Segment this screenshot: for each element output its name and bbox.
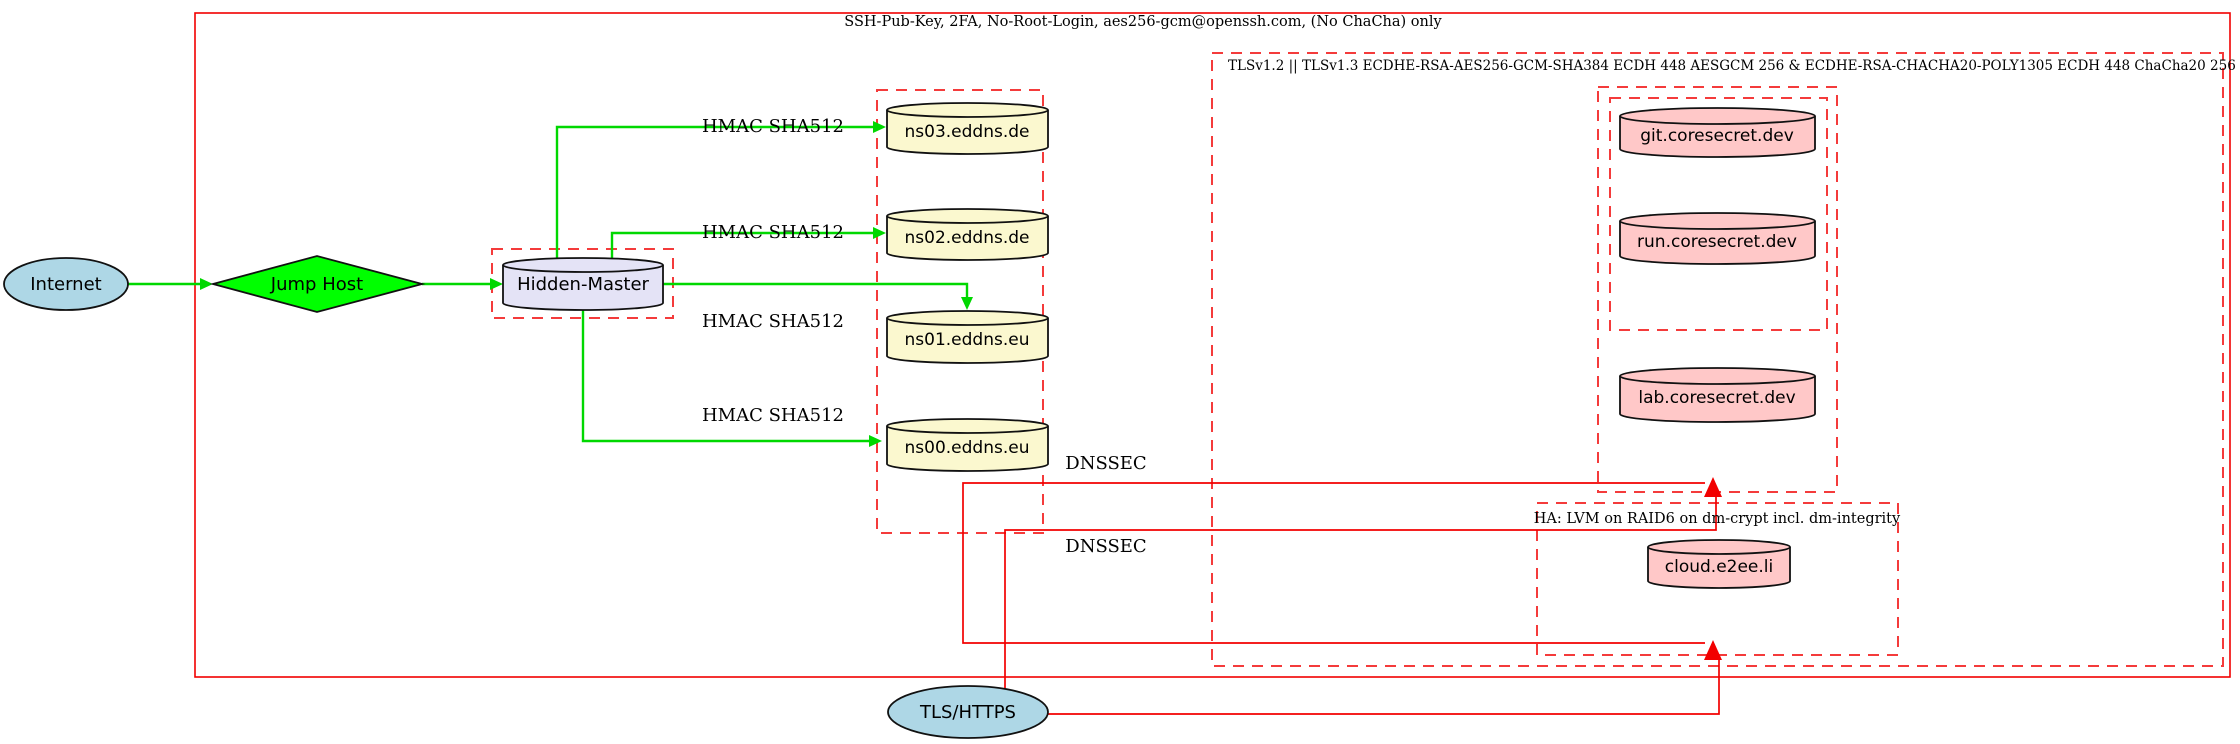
hidden-master-label: Hidden-Master (517, 274, 649, 295)
dnssec-label-2: DNSSEC (1065, 536, 1146, 557)
arrowhead-hiddenmaster (490, 278, 503, 290)
hmac-label-ns00: HMAC SHA512 (702, 405, 844, 426)
edge-dnssec-path (962, 482, 1705, 644)
arrowhead-ns00 (869, 435, 882, 447)
ns00-label: ns00.eddns.eu (905, 438, 1030, 458)
hmac-label-ns03: HMAC SHA512 (702, 116, 844, 137)
ns00-node: ns00.eddns.eu (886, 418, 1049, 472)
edge-hiddenmaster-ns03 (555, 125, 873, 260)
hidden-master-node: Hidden-Master (502, 257, 664, 311)
red-edges (962, 477, 1722, 715)
jump-host-label: Jump Host (270, 274, 363, 295)
edge-tls-to-coresecret (1004, 497, 1717, 688)
lab-label: lab.coresecret.dev (1638, 388, 1795, 408)
run-node: run.coresecret.dev (1619, 212, 1816, 265)
hmac-label-ns02: HMAC SHA512 (702, 222, 844, 243)
arrowhead-ha-cluster (1704, 640, 1722, 660)
coresecret-inner-cluster-box (1609, 97, 1828, 331)
arrowhead-ns03 (873, 121, 886, 133)
tls-https-label: TLS/HTTPS (919, 702, 1016, 723)
hmac-label-ns01: HMAC SHA512 (702, 311, 844, 332)
ssh-cluster-label: SSH-Pub-Key, 2FA, No-Root-Login, aes256-… (844, 14, 1442, 30)
edge-hiddenmaster-ns02 (610, 231, 873, 260)
labels: SSH-Pub-Key, 2FA, No-Root-Login, aes256-… (702, 14, 2236, 557)
ha-cluster-label: HA: LVM on RAID6 on dm-crypt incl. dm-in… (1534, 511, 1901, 527)
cloud-label: cloud.e2ee.li (1665, 557, 1773, 577)
ns-cluster-box (876, 89, 1044, 534)
ssh-cluster-box (194, 12, 2231, 678)
nodes: Internet Jump Host Hidden-Master ns03.ed… (3, 102, 1816, 739)
tls-cluster-box (1211, 52, 2224, 667)
ns03-node: ns03.eddns.de (886, 102, 1049, 155)
arrowhead-ns02 (873, 227, 886, 239)
run-label: run.coresecret.dev (1637, 232, 1797, 252)
tls-https-node (887, 685, 1049, 739)
git-label: git.coresecret.dev (1640, 126, 1794, 146)
internet-label: Internet (30, 274, 101, 295)
ns01-label: ns01.eddns.eu (905, 330, 1030, 350)
green-edges (128, 121, 973, 447)
tls-cluster-label: TLSv1.2 || TLSv1.3 ECDHE-RSA-AES256-GCM-… (1228, 58, 2236, 74)
arrowhead-ns01 (961, 297, 973, 310)
edge-hiddenmaster-ns01 (663, 282, 969, 297)
edge-hiddenmaster-ns00 (581, 310, 869, 443)
git-node: git.coresecret.dev (1619, 107, 1816, 158)
internet-node (3, 257, 129, 311)
arrowhead-jumphost (200, 278, 213, 290)
ns02-node: ns02.eddns.de (886, 208, 1049, 261)
jump-host-node (209, 255, 426, 313)
ns02-label: ns02.eddns.de (905, 228, 1030, 248)
lab-node: lab.coresecret.dev (1619, 367, 1816, 423)
ns03-label: ns03.eddns.de (905, 122, 1030, 142)
ns01-node: ns01.eddns.eu (886, 310, 1049, 364)
cloud-node: cloud.e2ee.li (1647, 539, 1791, 589)
dnssec-label-1: DNSSEC (1065, 453, 1146, 474)
edge-tls-to-ha (1048, 659, 1720, 715)
arrowhead-coresecret-cluster (1704, 477, 1722, 497)
